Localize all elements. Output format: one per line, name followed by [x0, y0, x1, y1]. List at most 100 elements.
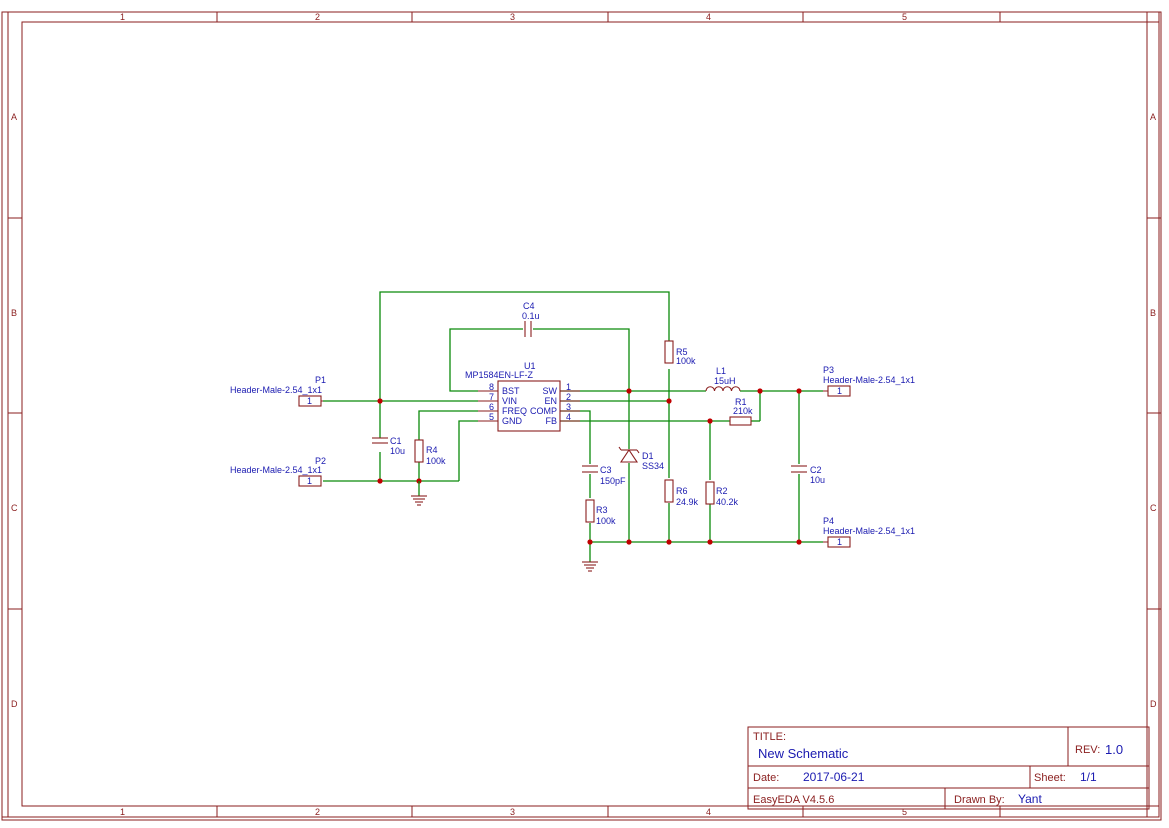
u1-pin-name: GND: [502, 416, 523, 426]
component-p3[interactable]: 1 P3 Header-Male-2.54_1x1: [823, 365, 915, 397]
junction-dot: [377, 478, 383, 484]
title-caption: TITLE:: [753, 731, 786, 743]
component-r4[interactable]: R4 100k: [414, 439, 446, 466]
r3-value: 100k: [596, 516, 616, 526]
r2-ref: R2: [716, 486, 728, 496]
junction-dot: [796, 388, 802, 394]
u1-pin-number: 6: [489, 402, 494, 412]
c2-value: 10u: [810, 475, 825, 485]
component-u1[interactable]: U1 MP1584EN-LF-Z 8 7 6 5 BST VIN FREQ GN…: [465, 361, 580, 432]
l1-value: 15uH: [714, 376, 736, 386]
row-label: C: [1150, 503, 1157, 513]
c1-ref: C1: [390, 436, 402, 446]
p2-value: Header-Male-2.54_1x1: [230, 465, 322, 475]
p2-ref: P2: [315, 456, 326, 466]
r4-ref: R4: [426, 445, 438, 455]
junction-dot: [666, 539, 672, 545]
ground-symbol: [411, 481, 427, 506]
junction-dot: [587, 539, 593, 545]
r1-value: 210k: [733, 406, 753, 416]
junction-dot: [626, 388, 632, 394]
r1-ref: R1: [735, 397, 747, 407]
date-caption: Date:: [753, 772, 779, 784]
junction-dot: [757, 388, 763, 394]
p4-ref: P4: [823, 516, 834, 526]
component-p4[interactable]: 1 P4 Header-Male-2.54_1x1: [823, 516, 915, 548]
component-r6[interactable]: R6 24.9k: [664, 479, 699, 507]
junction-dot: [796, 539, 802, 545]
p4-value: Header-Male-2.54_1x1: [823, 526, 915, 536]
junction-dot: [666, 398, 672, 404]
u1-pin-number: 7: [489, 392, 494, 402]
u1-pin-name: EN: [544, 396, 557, 406]
row-label: B: [1150, 308, 1156, 318]
u1-value: MP1584EN-LF-Z: [465, 370, 534, 380]
row-label: D: [1150, 699, 1157, 709]
column-label: 3: [510, 12, 515, 22]
u1-pin-number: 8: [489, 382, 494, 392]
r4-value: 100k: [426, 456, 446, 466]
c3-value: 150pF: [600, 476, 626, 486]
frame-column-labels-bottom: 1 2 3 4 5: [120, 807, 907, 817]
component-r3[interactable]: R3 100k: [585, 499, 616, 526]
row-label: D: [11, 699, 18, 709]
frame-row-labels-left: A B C D: [11, 112, 18, 709]
component-c2[interactable]: C2 10u: [791, 465, 825, 485]
drawn-by-value: Yant: [1018, 792, 1042, 806]
component-r2[interactable]: R2 40.2k: [705, 481, 739, 507]
p2-pin-number: 1: [307, 476, 312, 486]
row-label: A: [11, 112, 17, 122]
junction-dot: [626, 539, 632, 545]
column-label: 4: [706, 807, 711, 817]
u1-pin-name: VIN: [502, 396, 517, 406]
c4-value: 0.1u: [522, 311, 540, 321]
drawn-by-caption: Drawn By:: [954, 794, 1005, 806]
r2-value: 40.2k: [716, 497, 739, 507]
row-label: A: [1150, 112, 1156, 122]
component-r5[interactable]: R5 100k: [664, 340, 696, 366]
u1-pin-name: SW: [543, 386, 558, 396]
component-c3[interactable]: C3 150pF: [582, 465, 626, 486]
c4-ref: C4: [523, 301, 535, 311]
row-label: B: [11, 308, 17, 318]
column-label: 2: [315, 12, 320, 22]
junction-dot: [707, 539, 713, 545]
p1-value: Header-Male-2.54_1x1: [230, 385, 322, 395]
drawing-frame: [1, 11, 1162, 821]
component-r1[interactable]: R1 210k: [729, 397, 753, 426]
p1-ref: P1: [315, 375, 326, 385]
component-l1[interactable]: L1 15uH: [705, 366, 741, 392]
rev-caption: REV:: [1075, 744, 1100, 756]
u1-pin-number: 4: [566, 412, 571, 422]
u1-ref: U1: [524, 361, 536, 371]
ground-symbol: [582, 561, 598, 572]
r6-ref: R6: [676, 486, 688, 496]
c1-value: 10u: [390, 446, 405, 456]
r6-value: 24.9k: [676, 497, 699, 507]
component-p2[interactable]: 1 P2 Header-Male-2.54_1x1: [230, 456, 326, 487]
column-label: 1: [120, 12, 125, 22]
d1-ref: D1: [642, 451, 654, 461]
column-label: 5: [902, 12, 907, 22]
d1-value: SS34: [642, 461, 664, 471]
component-p1[interactable]: 1 P1 Header-Male-2.54_1x1: [230, 375, 326, 407]
junction-dot: [707, 418, 713, 424]
column-label: 5: [902, 807, 907, 817]
sheet-value: 1/1: [1080, 770, 1097, 784]
u1-pin-number: 3: [566, 402, 571, 412]
frame-row-labels-right: A B C D: [1150, 112, 1157, 709]
junction-dot: [377, 398, 383, 404]
component-c1[interactable]: C1 10u: [372, 436, 405, 456]
p3-pin-number: 1: [837, 386, 842, 396]
c3-ref: C3: [600, 465, 612, 475]
u1-pin-name: BST: [502, 386, 520, 396]
p1-pin-number: 1: [307, 396, 312, 406]
junctions: [377, 388, 802, 545]
title-value: New Schematic: [758, 746, 849, 761]
p4-pin-number: 1: [837, 537, 842, 547]
frame-column-labels-top: 1 2 3 4 5: [120, 12, 907, 22]
p3-ref: P3: [823, 365, 834, 375]
component-c4[interactable]: C4 0.1u: [522, 301, 540, 337]
component-d1[interactable]: D1 SS34: [618, 446, 664, 471]
